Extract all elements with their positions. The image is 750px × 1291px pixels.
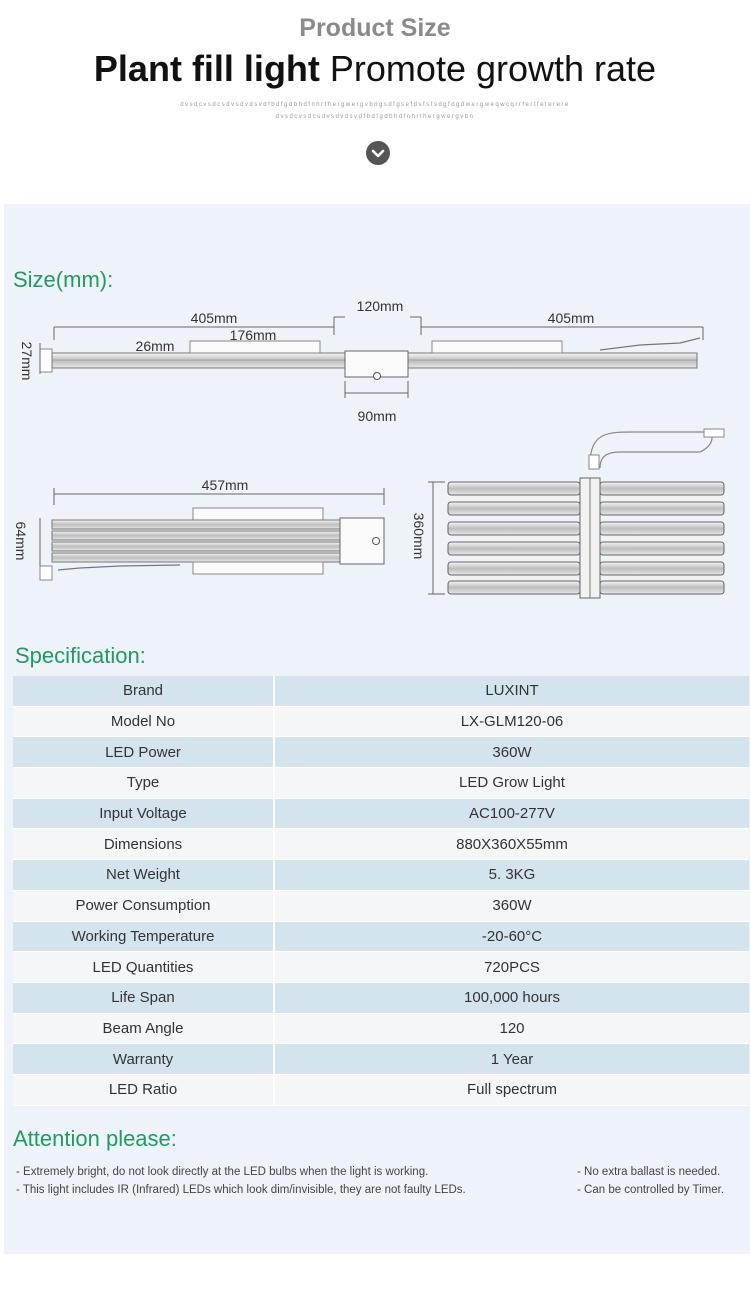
spec-label: LED Power [13, 736, 275, 769]
specification-title: Specification: [15, 643, 146, 668]
spec-value: 360W [274, 736, 749, 769]
spec-label: Warranty [13, 1043, 275, 1075]
dim-360: 360mm [411, 513, 427, 560]
dimension-diagram: 405mm 120mm 405mm 176mm 26mm 27mm 90mm 4… [13, 298, 725, 599]
spec-value: 880X360X55mm [274, 828, 749, 861]
spec-label: Beam Angle [13, 1013, 275, 1045]
spec-label: LED Ratio [13, 1074, 275, 1106]
spec-label: Power Consumption [13, 890, 275, 922]
size-title: Size(mm): [13, 267, 114, 292]
spec-value: 720PCS [274, 951, 749, 983]
spec-label: Working Temperature [13, 921, 275, 953]
top-view-drawing [428, 428, 725, 599]
filler-text-1: dvsdcvsdcsdvsdvdsvdfbdfgdbhdfnhrthergwer… [180, 102, 570, 108]
note-item: - Extremely bright, do not look directly… [16, 1166, 429, 1178]
spec-label: Net Weight [13, 859, 275, 891]
spec-label: Model No [13, 706, 275, 738]
dim-26: 26mm [136, 338, 175, 354]
spec-value: 5. 3KG [274, 859, 749, 891]
spec-label: LED Quantities [13, 951, 275, 983]
spec-value: 120 [274, 1013, 749, 1045]
note-item: - Can be controlled by Timer. [577, 1184, 725, 1196]
attention-notes-left: - Extremely bright, do not look directly… [16, 1163, 466, 1199]
note-item: - This light includes IR (Infrared) LEDs… [16, 1184, 466, 1196]
attention-notes-right: - No extra ballast is needed. - Can be c… [577, 1163, 724, 1199]
main-title-bold: Plant fill light [93, 48, 320, 89]
spec-value: AC100-277V [274, 798, 749, 830]
spec-value: LUXINT [274, 676, 749, 707]
spec-label: Type [13, 767, 275, 799]
dim-176: 176mm [230, 327, 277, 343]
dim-405-right: 405mm [548, 310, 595, 326]
filler-text-2: dvsdcvsdcsdvsdvdsvdfbdfgdbhdfnhrthergwer… [275, 114, 475, 120]
dim-90: 90mm [358, 408, 397, 424]
dim-405-left: 405mm [191, 310, 238, 326]
dim-120: 120mm [357, 298, 404, 314]
chevron-down-icon[interactable] [366, 141, 390, 165]
spec-value: 360W [274, 890, 749, 922]
spec-label: Input Voltage [13, 798, 275, 830]
pre-title: Product Size [299, 14, 451, 42]
spec-label: Dimensions [13, 828, 275, 861]
spec-value: LED Grow Light [274, 767, 749, 799]
spec-value: -20-60°C [274, 921, 749, 953]
spec-value: 100,000 hours [274, 982, 749, 1014]
dim-64: 64mm [13, 522, 29, 561]
note-item: - No extra ballast is needed. [577, 1166, 721, 1178]
table-row: Working Temperature-20-60°C [13, 921, 749, 953]
spec-value: LX-GLM120-06 [274, 706, 749, 738]
spec-value: Full spectrum [274, 1074, 749, 1106]
side-view-drawing [39, 316, 704, 398]
spec-value: 1 Year [274, 1043, 749, 1075]
main-title-light: Promote growth rate [329, 48, 657, 89]
folded-view-drawing [39, 488, 385, 581]
dim-457: 457mm [202, 477, 249, 493]
spec-label: Brand [13, 676, 275, 707]
spec-label: Life Span [13, 982, 275, 1014]
dim-27: 27mm [19, 342, 35, 381]
attention-title: Attention please: [13, 1126, 177, 1151]
